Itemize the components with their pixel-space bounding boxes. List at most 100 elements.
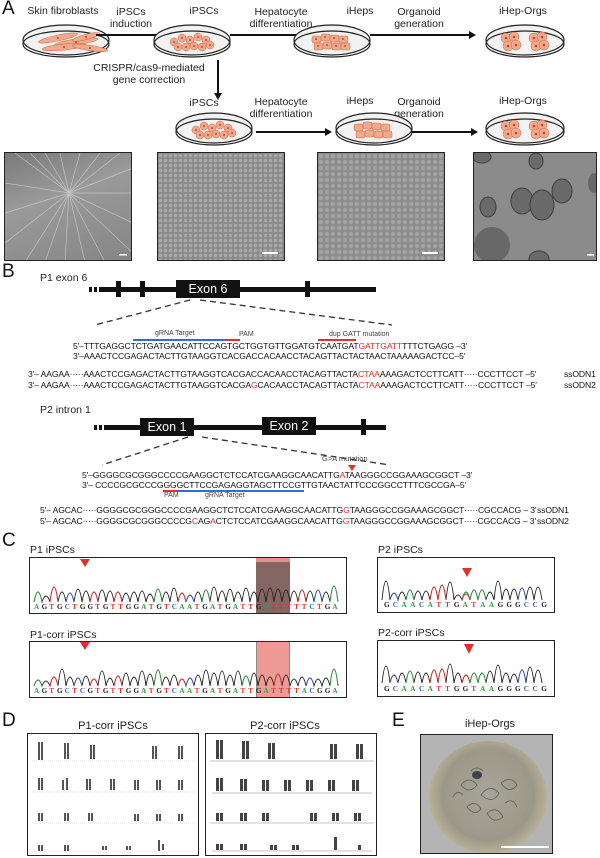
karyotype-title-p2-corr: P2-corr iPSCs	[250, 720, 320, 732]
base-call: A	[410, 601, 418, 609]
karyotype-p1-corr	[27, 733, 199, 856]
p2-pam-underline	[163, 490, 178, 492]
base-call: G	[497, 601, 506, 609]
base-call: G	[56, 687, 63, 695]
base-call: G	[384, 601, 392, 609]
p1-exon6-title: P1 exon 6	[40, 272, 88, 284]
stage-label-ihep-orgs: iHep-Orgs	[499, 5, 547, 17]
panel-letter-e: E	[392, 710, 405, 731]
base-call: T	[248, 687, 253, 695]
dish-ipscs-icon	[153, 24, 231, 58]
base-call: T	[294, 603, 299, 611]
organoid-sphere	[429, 741, 547, 853]
base-call: G	[125, 603, 132, 611]
base-call: G	[156, 603, 162, 611]
ihep-orgs-title: iHep-Orgs	[464, 718, 516, 730]
base-call: G	[133, 687, 140, 695]
base-call: T	[217, 603, 223, 611]
base-call: T	[148, 603, 154, 611]
karyotype-p2-corr	[205, 733, 377, 856]
base-call: G	[515, 601, 523, 609]
base-call: C	[418, 685, 427, 693]
base-call: G	[541, 601, 549, 609]
p2-ssodn2-name: ssODN2	[537, 516, 569, 526]
micrograph-iheps	[317, 152, 445, 261]
arrow-gene-correction	[214, 60, 221, 100]
base-call: T	[49, 687, 55, 695]
base-call: A	[332, 687, 338, 695]
base-call: G	[255, 603, 262, 611]
base-call: T	[164, 687, 169, 695]
base-call: T	[240, 603, 246, 611]
base-call: T	[471, 601, 479, 609]
p2-ssodn1-name: ssODN1	[537, 505, 569, 515]
base-call: A	[332, 603, 338, 611]
base-call: T	[471, 685, 479, 693]
mutation-highlight	[256, 562, 290, 613]
p1-exon6-box: Exon 6	[176, 280, 240, 298]
p2-grna-label: gRNA Target	[205, 492, 245, 499]
base-call: T	[95, 687, 100, 695]
base-call: C	[79, 687, 86, 695]
base-call: C	[392, 685, 400, 693]
stage-label-ihep-orgs-corrected: iHep-Orgs	[499, 95, 547, 107]
p1-zoom-dashes	[94, 299, 393, 326]
panel-letter-d: D	[2, 710, 16, 731]
p2-mutation-label: G>A mutation	[322, 454, 368, 463]
p1-ssodn1: 3′– AAGAA·····AAACTCCGAGACTACTTGTAAGGTCA…	[28, 369, 537, 379]
p1-mutation-underline	[318, 339, 356, 341]
base-call: A	[488, 601, 496, 609]
base-call: G	[225, 603, 231, 611]
base-call: G	[462, 685, 471, 693]
arrow-hepatocyte-differentiation-2	[256, 128, 332, 135]
p1-corr-red-arrow-icon	[80, 642, 90, 650]
arrow-label-organoid-generation: Organoid generation	[394, 6, 444, 30]
base-call: T	[248, 603, 253, 611]
base-call: C	[418, 601, 427, 609]
base-call: G	[384, 685, 392, 693]
stage-label-skin-fibroblasts: Skin fibroblasts	[27, 5, 99, 17]
base-call: G	[497, 685, 506, 693]
dish-ipscs-corrected-icon	[175, 112, 253, 146]
p1-bottom-strand: 3′–AAACTCCGAGACTACTTGTAAGGTCACGACCACAACC…	[73, 351, 466, 361]
trace-peaks-icon	[381, 663, 543, 684]
p2-grna-underline	[178, 490, 304, 492]
base-call: G	[324, 687, 331, 695]
base-call: A	[263, 687, 269, 695]
p2-ssodn1: 5′– AGCAC·····GGGGCGCGGGCCCCGAAGGCTCTCCA…	[40, 505, 537, 515]
base-call: A	[401, 685, 409, 693]
base-call: C	[309, 687, 315, 695]
dish-ihep-orgs-icon	[485, 24, 565, 58]
micrograph-ihep-orgs	[473, 152, 597, 261]
panel-letter-c: C	[2, 530, 16, 551]
base-call: G	[202, 603, 208, 611]
karyotype-chromosomes-icon	[32, 742, 196, 853]
trace-peaks-icon	[381, 580, 543, 602]
p1-grna-label: gRNA Target	[155, 330, 195, 337]
base-call: T	[286, 603, 292, 611]
base-call: G	[41, 603, 48, 611]
base-call: T	[271, 687, 276, 695]
p2-mutation-arrow-icon	[348, 465, 356, 471]
base-call: A	[462, 601, 470, 609]
base-call: A	[480, 601, 488, 609]
organoid-texture-icon	[452, 767, 518, 821]
base-call: G	[102, 687, 109, 695]
fibroblast-texture-icon	[5, 153, 131, 260]
scale-bar	[262, 252, 278, 254]
p1-gene-ellipsis	[89, 287, 102, 292]
base-call: A	[187, 603, 193, 611]
arrow-label-organoid-generation-2: Organoid generation	[394, 96, 444, 120]
base-call: T	[49, 603, 55, 611]
base-call: T	[110, 603, 116, 611]
p1-pam-label: PAM	[239, 331, 254, 338]
trace-peaks-icon	[33, 668, 339, 688]
base-call: A	[427, 685, 435, 693]
p2-zoom-dashes	[101, 436, 391, 466]
scale-bar	[422, 252, 438, 254]
base-call: C	[309, 603, 315, 611]
base-call: A	[209, 687, 216, 695]
base-call: T	[271, 603, 276, 611]
